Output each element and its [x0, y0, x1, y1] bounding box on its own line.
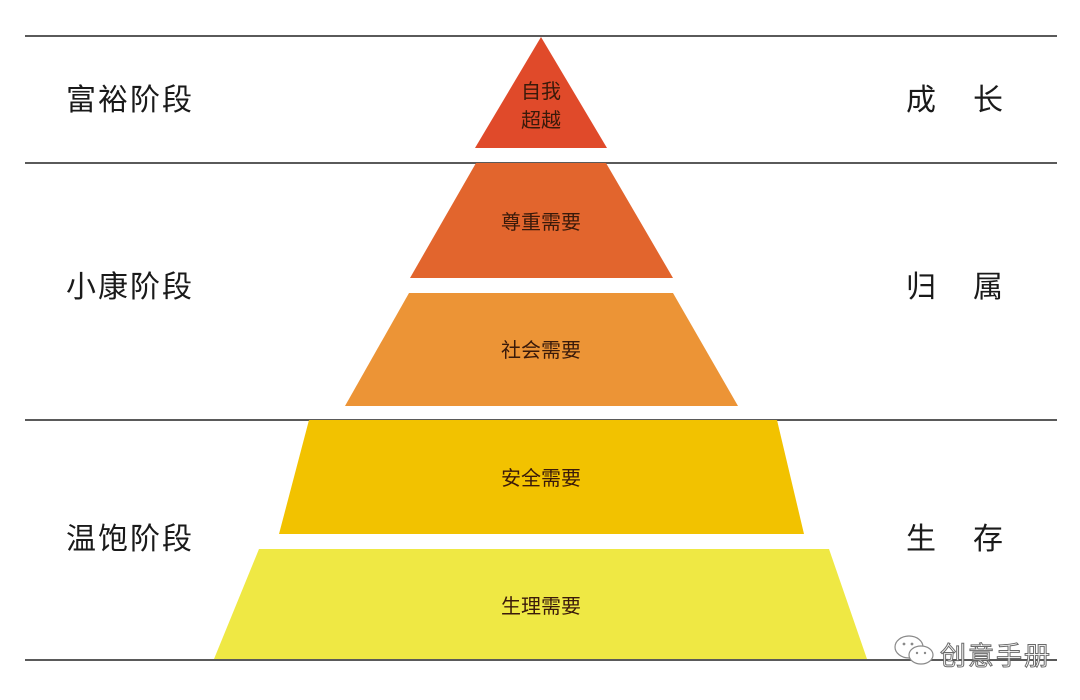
outcome-char: 成: [906, 83, 936, 118]
outcome-label-belonging: 归属: [906, 273, 1040, 303]
pyramid-layer-physiological: [214, 549, 867, 659]
outcome-label-growth: 成长: [906, 86, 1040, 116]
pyramid-layer-social: [345, 293, 738, 406]
stage-label-comfortable: 小康阶段: [66, 270, 194, 305]
outcome-char: 长: [973, 83, 1003, 118]
outcome-char: 存: [973, 522, 1003, 557]
stage-label-subsistence: 温饱阶段: [66, 522, 194, 557]
outcome-char: 生: [906, 522, 936, 557]
outcome-char: 归: [906, 270, 936, 305]
watermark-text: 创意手册: [939, 642, 1053, 673]
outcome-label-survival: 生存: [906, 525, 1040, 555]
outcome-char: 属: [973, 270, 1003, 305]
layer-label-safety: 安全需要: [501, 466, 581, 490]
pyramid-layer-self-transcendence: [475, 37, 607, 148]
layer-label-physiological: 生理需要: [501, 594, 581, 618]
stage-label-wealthy: 富裕阶段: [66, 83, 194, 118]
divider-top: [25, 35, 1057, 37]
pyramid-layer-safety: [279, 420, 804, 534]
layer-label-self-transcendence-line2: 超越: [521, 108, 561, 132]
layer-label-social: 社会需要: [501, 338, 581, 362]
layer-label-esteem: 尊重需要: [501, 210, 581, 234]
layer-label-self-transcendence-line1: 自我: [521, 79, 561, 103]
pyramid-layer-esteem: [410, 163, 673, 278]
wechat-icon: [894, 635, 934, 665]
divider-bottom: [25, 659, 1057, 661]
